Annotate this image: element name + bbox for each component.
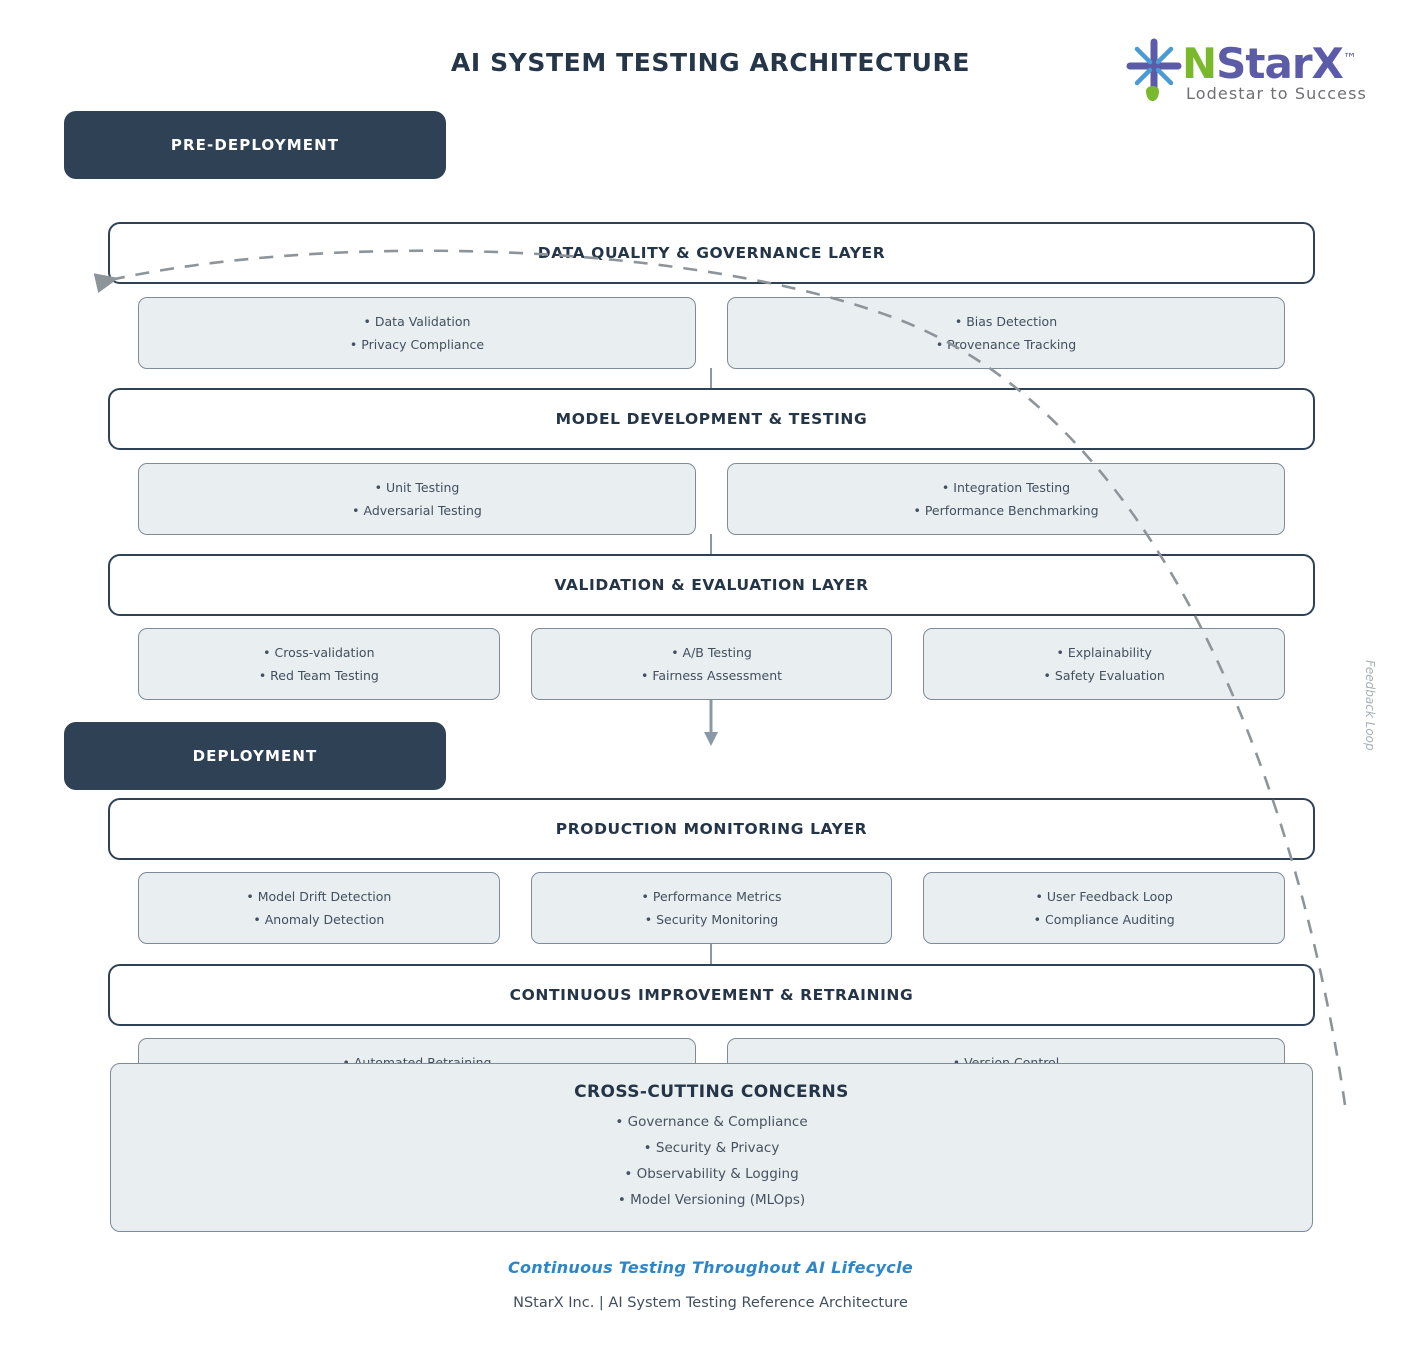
subbox-validation-col3: • Explainability • Safety Evaluation xyxy=(923,628,1286,700)
feedback-loop-label: Feedback Loop xyxy=(1362,660,1377,751)
bullet-item: • A/B Testing xyxy=(671,645,752,660)
subbox-production-col1: • Model Drift Detection • Anomaly Detect… xyxy=(138,872,500,944)
bullet-item: • Governance & Compliance xyxy=(615,1114,808,1130)
bullet-item: • Fairness Assessment xyxy=(640,668,783,683)
asterisk-star-icon xyxy=(1126,38,1182,94)
bullet-item: • Unit Testing xyxy=(374,480,460,495)
subrow-model-development-testing: • Unit Testing • Adversarial Testing • I… xyxy=(138,463,1285,535)
cross-cutting-title: CROSS-CUTTING CONCERNS xyxy=(574,1082,849,1102)
bullet-item: • Bias Detection xyxy=(954,314,1058,329)
bullet-item: • Explainability xyxy=(1056,645,1152,660)
bullet-item: • User Feedback Loop xyxy=(1035,889,1173,904)
bullet-item: • Red Team Testing xyxy=(258,668,379,683)
phase-banner-pre-deployment: PRE-DEPLOYMENT xyxy=(64,111,446,179)
logo-tagline: Lodestar to Success xyxy=(1186,84,1367,103)
bullet-item: • Model Drift Detection xyxy=(246,889,392,904)
subbox-validation-col1: • Cross-validation • Red Team Testing xyxy=(138,628,500,700)
logo-letter-n: N xyxy=(1182,39,1217,88)
bullet-item: • Adversarial Testing xyxy=(352,503,482,518)
subrow-data-quality-governance: • Data Validation • Privacy Compliance •… xyxy=(138,297,1285,369)
bullet-item: • Security & Privacy xyxy=(643,1140,780,1156)
subrow-validation-evaluation: • Cross-validation • Red Team Testing • … xyxy=(138,628,1286,700)
subbox-model-dev-col2: • Integration Testing • Performance Benc… xyxy=(727,463,1285,535)
bullet-item: • Cross-validation xyxy=(263,645,375,660)
brand-logo: NStarX™ Lodestar to Success xyxy=(1126,30,1366,110)
logo-wordmark: NStarX™ xyxy=(1182,36,1357,88)
logo-leaf-dot-icon xyxy=(1146,86,1159,101)
flow-arrow-down-icon xyxy=(704,700,718,746)
bullet-item: • Integration Testing xyxy=(941,480,1071,495)
bullet-item: • Provenance Tracking xyxy=(935,337,1077,352)
page-title: AI SYSTEM TESTING ARCHITECTURE xyxy=(450,48,971,77)
subbox-production-col3: • User Feedback Loop • Compliance Auditi… xyxy=(923,872,1286,944)
layer-header-model-development-testing: MODEL DEVELOPMENT & TESTING xyxy=(108,388,1315,450)
bullet-item: • Privacy Compliance xyxy=(349,337,485,352)
bullet-item: • Performance Benchmarking xyxy=(913,503,1099,518)
layer-header-production-monitoring: PRODUCTION MONITORING LAYER xyxy=(108,798,1315,860)
cross-cutting-list: • Governance & Compliance • Security & P… xyxy=(615,1114,807,1208)
subbox-model-dev-col1: • Unit Testing • Adversarial Testing xyxy=(138,463,696,535)
bullet-item: • Data Validation xyxy=(363,314,471,329)
subrow-production-monitoring: • Model Drift Detection • Anomaly Detect… xyxy=(138,872,1286,944)
bullet-item: • Safety Evaluation xyxy=(1043,668,1165,683)
connector-line-4 xyxy=(710,944,712,966)
feedback-loop-label-text: Feedback xyxy=(1363,660,1377,718)
connector-line-1 xyxy=(710,368,712,390)
trademark-symbol: ™ xyxy=(1342,51,1357,67)
subbox-data-quality-col2: • Bias Detection • Provenance Tracking xyxy=(727,297,1285,369)
bullet-item: • Anomaly Detection xyxy=(253,912,385,927)
cross-cutting-concerns-box: CROSS-CUTTING CONCERNS • Governance & Co… xyxy=(110,1063,1313,1232)
layer-header-validation-evaluation: VALIDATION & EVALUATION LAYER xyxy=(108,554,1315,616)
phase-banner-deployment: DEPLOYMENT xyxy=(64,722,446,790)
logo-text-starx: StarX xyxy=(1216,39,1344,88)
subbox-validation-col2: • A/B Testing • Fairness Assessment xyxy=(530,628,893,700)
feedback-loop-label-text2: Loop xyxy=(1363,721,1377,751)
subbox-data-quality-col1: • Data Validation • Privacy Compliance xyxy=(138,297,696,369)
footer-attribution: NStarX Inc. | AI System Testing Referenc… xyxy=(513,1295,908,1311)
bullet-item: • Observability & Logging xyxy=(624,1166,799,1182)
connector-line-2 xyxy=(710,534,712,556)
bullet-item: • Compliance Auditing xyxy=(1033,912,1175,927)
bullet-item: • Security Monitoring xyxy=(644,912,779,927)
layer-header-continuous-improvement: CONTINUOUS IMPROVEMENT & RETRAINING xyxy=(108,964,1315,1026)
layer-header-data-quality-governance: DATA QUALITY & GOVERNANCE LAYER xyxy=(108,222,1315,284)
bullet-item: • Model Versioning (MLOps) xyxy=(617,1192,806,1208)
subbox-production-col2: • Performance Metrics • Security Monitor… xyxy=(530,872,893,944)
bullet-item: • Performance Metrics xyxy=(641,889,782,904)
footer-tagline: Continuous Testing Throughout AI Lifecyc… xyxy=(507,1258,914,1277)
